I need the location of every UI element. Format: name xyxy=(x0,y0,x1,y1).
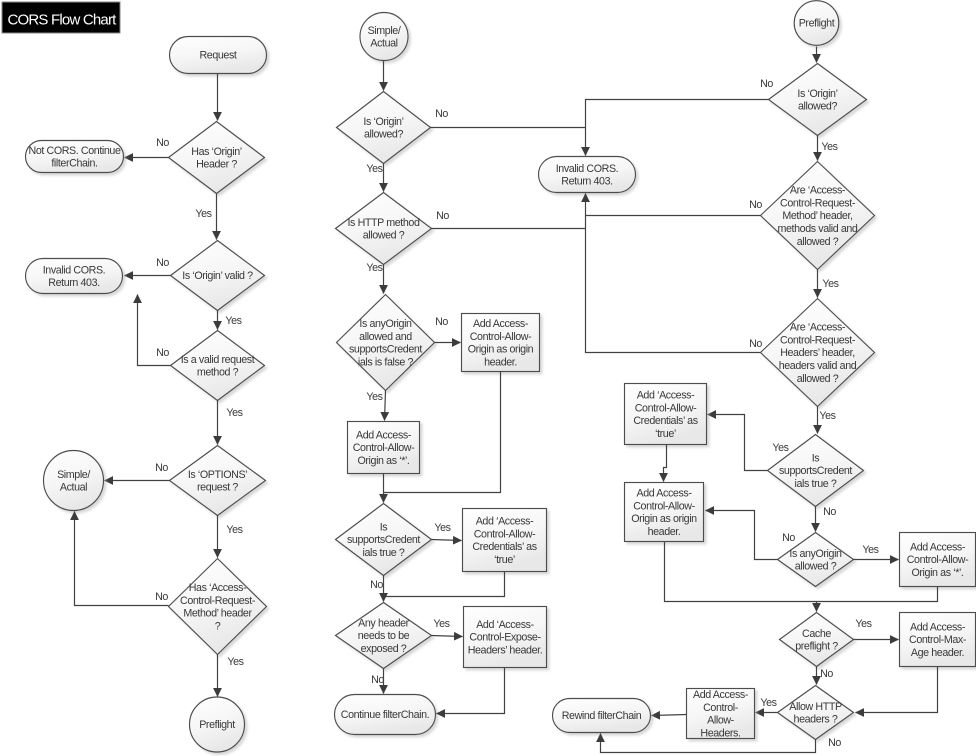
svg-text:Add ‘Access-Control-Allow-Cred: Add ‘Access-Control-Allow-Credentials’ a… xyxy=(633,390,697,440)
svg-text:Yes: Yes xyxy=(366,163,382,175)
svg-text:Yes: Yes xyxy=(433,618,449,630)
svg-text:Add Access-Control-Allow-Origi: Add Access-Control-Allow-Origin as origi… xyxy=(468,318,534,368)
svg-text:Are ‘Access-Control-Request-He: Are ‘Access-Control-Request-Headers’ hea… xyxy=(779,322,857,385)
svg-text:Yes: Yes xyxy=(434,522,450,534)
svg-text:Yes: Yes xyxy=(225,315,241,327)
svg-text:Invalid CORS.Return 403.: Invalid CORS.Return 403. xyxy=(43,264,106,289)
svg-text:No: No xyxy=(760,78,773,90)
svg-text:Yes: Yes xyxy=(822,278,838,290)
svg-text:Request: Request xyxy=(199,50,236,62)
svg-text:Yes: Yes xyxy=(760,697,776,709)
svg-text:Yes: Yes xyxy=(227,656,243,668)
svg-text:Yes: Yes xyxy=(855,618,871,630)
svg-text:CORS Flow Chart: CORS Flow Chart xyxy=(8,12,118,29)
svg-text:Are ‘Access-Control-Request-Me: Are ‘Access-Control-Request-Method’ head… xyxy=(778,185,858,248)
svg-text:Simple/Actual: Simple/Actual xyxy=(368,25,401,50)
svg-text:No: No xyxy=(749,199,762,211)
svg-text:No: No xyxy=(436,210,449,222)
svg-text:Preflight: Preflight xyxy=(799,18,835,30)
svg-text:No: No xyxy=(435,316,448,328)
svg-text:Yes: Yes xyxy=(366,262,382,274)
svg-text:No: No xyxy=(155,462,168,474)
svg-text:Yes: Yes xyxy=(821,141,837,153)
svg-text:No: No xyxy=(820,668,833,680)
svg-text:Add ‘Access-Control-Expose-Hea: Add ‘Access-Control-Expose-Headers’ head… xyxy=(468,619,543,657)
svg-text:Add Access-Control-Max-Age hea: Add Access-Control-Max-Age header. xyxy=(909,621,967,659)
svg-text:Yes: Yes xyxy=(819,410,835,422)
svg-text:No: No xyxy=(823,506,836,518)
svg-text:Is ‘OPTIONS’request ?: Is ‘OPTIONS’request ? xyxy=(188,469,247,494)
svg-text:Add Access-Control-Allow-Origi: Add Access-Control-Allow-Origin as origi… xyxy=(631,488,697,538)
svg-text:Invalid CORS.Return 403.: Invalid CORS.Return 403. xyxy=(556,163,619,188)
svg-text:Continue filterChain.: Continue filterChain. xyxy=(341,709,429,721)
svg-text:No: No xyxy=(749,338,762,350)
svg-text:Is ‘Origin’ valid ?: Is ‘Origin’ valid ? xyxy=(182,270,253,282)
svg-text:No: No xyxy=(371,674,384,686)
svg-text:Has ‘Access-Control-Request-Me: Has ‘Access-Control-Request-Method’ head… xyxy=(180,582,256,632)
svg-text:Simple/Actual: Simple/Actual xyxy=(57,469,90,494)
svg-text:No: No xyxy=(156,137,169,149)
svg-text:Is ‘Origin’allowed?: Is ‘Origin’allowed? xyxy=(797,88,837,113)
svg-text:No: No xyxy=(782,532,795,544)
svg-text:Yes: Yes xyxy=(226,407,242,419)
svg-text:Add Access-Control-Allow-Origi: Add Access-Control-Allow-Origin as ‘*’. xyxy=(907,541,969,579)
svg-text:No: No xyxy=(435,108,448,120)
svg-text:Has ‘Origin’Header ?: Has ‘Origin’Header ? xyxy=(191,146,241,171)
svg-text:No: No xyxy=(155,591,168,603)
svg-text:Yes: Yes xyxy=(862,544,878,556)
svg-text:No: No xyxy=(828,737,841,749)
svg-text:No: No xyxy=(370,579,383,591)
svg-text:Add ‘Access-Control-Allow-Cred: Add ‘Access-Control-Allow-Credentials’ a… xyxy=(472,516,536,566)
svg-text:Yes: Yes xyxy=(226,524,242,536)
svg-text:No: No xyxy=(156,347,169,359)
svg-text:Yes: Yes xyxy=(366,391,382,403)
svg-text:Preflight: Preflight xyxy=(199,719,235,731)
svg-text:Is ‘Origin’allowed?: Is ‘Origin’allowed? xyxy=(363,116,403,141)
svg-text:Add Access-Control-Allow-Origi: Add Access-Control-Allow-Origin as ‘*’. xyxy=(353,429,415,467)
svg-text:Yes: Yes xyxy=(772,442,788,454)
svg-text:Yes: Yes xyxy=(195,208,211,220)
svg-text:No: No xyxy=(156,257,169,269)
svg-text:Rewind filterChain: Rewind filterChain xyxy=(562,710,642,722)
svg-text:Add Access-Control-Allow-Heade: Add Access-Control-Allow-Headers. xyxy=(693,689,749,739)
